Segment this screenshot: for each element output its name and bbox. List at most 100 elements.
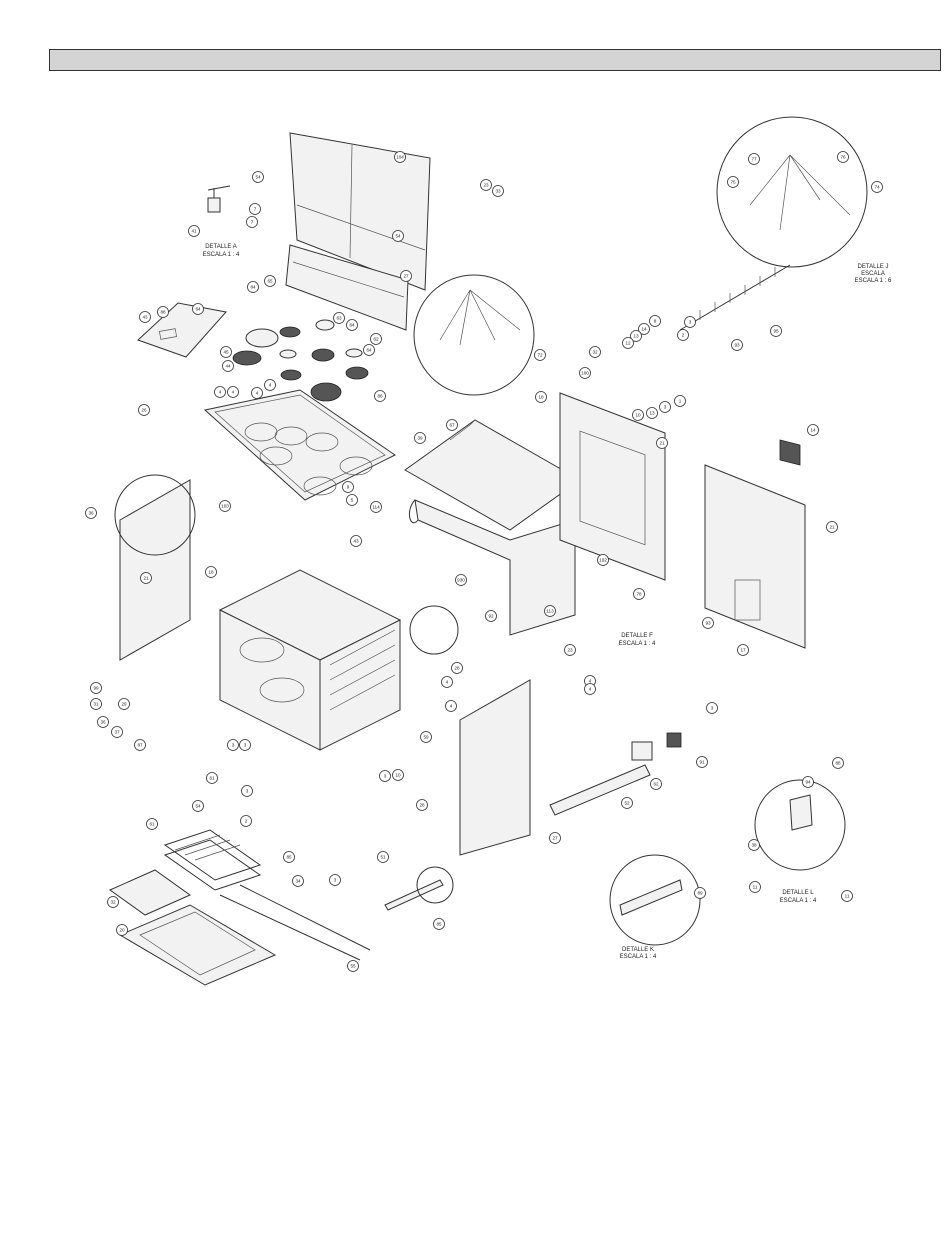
callout-10: 10 — [632, 409, 644, 421]
callout-94: 94 — [802, 776, 814, 788]
callout-92: 92 — [485, 610, 497, 622]
callout-label: 88 — [835, 761, 841, 766]
callout-label: 3 — [232, 743, 235, 748]
callout-label: 4 — [232, 390, 235, 395]
callout-label: 72 — [537, 353, 543, 358]
callout-31: 31 — [90, 698, 102, 710]
callout-75: 75 — [727, 176, 739, 188]
callout-label: 61 — [149, 822, 155, 827]
callout-3: 3 — [379, 770, 391, 782]
callout-label: 62 — [373, 337, 379, 342]
callout-74: 74 — [871, 181, 883, 193]
callout-label: 21 — [659, 441, 665, 446]
callout-label: 103 — [221, 504, 229, 509]
callout-label: 4 — [256, 391, 259, 396]
callout-label: 64 — [195, 307, 201, 312]
callout-14: 14 — [807, 424, 819, 436]
callout-4: 4 — [227, 386, 239, 398]
callout-10: 10 — [392, 769, 404, 781]
callout-label: 65 — [267, 279, 273, 284]
callout-3: 3 — [706, 702, 718, 714]
callout-21: 21 — [656, 437, 668, 449]
callout-32: 32 — [589, 346, 601, 358]
drawer-tray — [118, 904, 277, 986]
callout-21: 21 — [826, 521, 838, 533]
callout-label: 84 — [250, 285, 256, 290]
callout-label: 11 — [753, 885, 758, 890]
oven-racks — [163, 829, 262, 891]
callout-64: 64 — [346, 319, 358, 331]
callout-104: 104 — [394, 151, 406, 163]
callout-4: 4 — [584, 683, 596, 695]
detail-l-scale: ESCALA 1 : 4 — [780, 898, 817, 904]
callout-label: 89 — [697, 891, 703, 896]
callout-85: 85 — [283, 851, 295, 863]
broiler-pan — [108, 869, 192, 916]
callout-4: 4 — [264, 379, 276, 391]
callout-2: 2 — [240, 815, 252, 827]
callout-label: 32 — [110, 900, 116, 905]
callout-label: 21 — [143, 576, 149, 581]
callout-label: 8 — [654, 319, 657, 324]
callout-54: 54 — [252, 171, 264, 183]
callout-label: 18 — [538, 395, 544, 400]
callout-label: 44 — [225, 364, 231, 369]
callout-label: 17 — [740, 648, 746, 653]
callout-62: 62 — [370, 333, 382, 345]
callout-52: 52 — [621, 797, 633, 809]
callout-84: 84 — [247, 281, 259, 293]
callout-label: 76 — [840, 155, 846, 160]
callout-label: 26 — [141, 408, 147, 413]
callout-85: 85 — [433, 918, 445, 930]
outer-cabinet — [408, 499, 576, 636]
callout-label: 77 — [751, 157, 757, 162]
callout-label: 41 — [191, 229, 197, 234]
callout-4: 4 — [445, 700, 457, 712]
callout-4: 4 — [214, 386, 226, 398]
callout-label: 55 — [350, 964, 356, 969]
detail-k-scale: ESCALA 1 : 4 — [620, 954, 657, 960]
callout-29: 29 — [118, 698, 130, 710]
callout-label: 930 — [457, 578, 465, 583]
detail-a-scale: ESCALA 1 : 4 — [203, 252, 240, 258]
callout-label: 54 — [255, 175, 261, 180]
detail-a-title: DETALLE A — [205, 244, 237, 250]
detail-k-title: DETALLE K — [622, 947, 654, 953]
callout-label: 114 — [372, 505, 380, 510]
detail-j-scale: ESCALA 1 : 6 — [855, 278, 892, 284]
callout-17: 17 — [737, 644, 749, 656]
callout-label: 63 — [336, 316, 342, 321]
callout-label: 36 — [88, 511, 94, 516]
callout-27: 27 — [400, 270, 412, 282]
motor — [631, 732, 682, 761]
callout-55: 55 — [347, 960, 359, 972]
callout-label: 2 — [245, 819, 248, 824]
callout-label: 38 — [751, 843, 757, 848]
callout-label: 28 — [454, 666, 460, 671]
callout-930: 930 — [455, 574, 467, 586]
callout-65: 65 — [264, 275, 276, 287]
callout-37: 37 — [111, 726, 123, 738]
callout-3: 3 — [659, 401, 671, 413]
callout-label: 37 — [114, 730, 120, 735]
detail-j-scale-label: ESCALA — [861, 271, 885, 277]
callout-3: 3 — [227, 739, 239, 751]
callout-36: 36 — [97, 716, 109, 728]
callout-label: 27 — [403, 274, 409, 279]
callout-26: 26 — [138, 404, 150, 416]
callout-14: 14 — [638, 323, 650, 335]
callout-label: 92 — [488, 614, 494, 619]
callout-label: 3 — [244, 743, 247, 748]
callout-label: 4 — [589, 687, 592, 692]
callout-76: 76 — [837, 151, 849, 163]
callout-label: 75 — [730, 180, 736, 185]
callout-78: 78 — [633, 588, 645, 600]
callout-label: 4 — [446, 680, 449, 685]
callout-87: 87 — [134, 739, 146, 751]
callout-label: 31 — [93, 702, 99, 707]
callout-64: 64 — [363, 344, 375, 356]
callout-label: 11 — [845, 894, 850, 899]
callout-label: 14 — [810, 428, 816, 433]
callout-3: 3 — [684, 316, 696, 328]
